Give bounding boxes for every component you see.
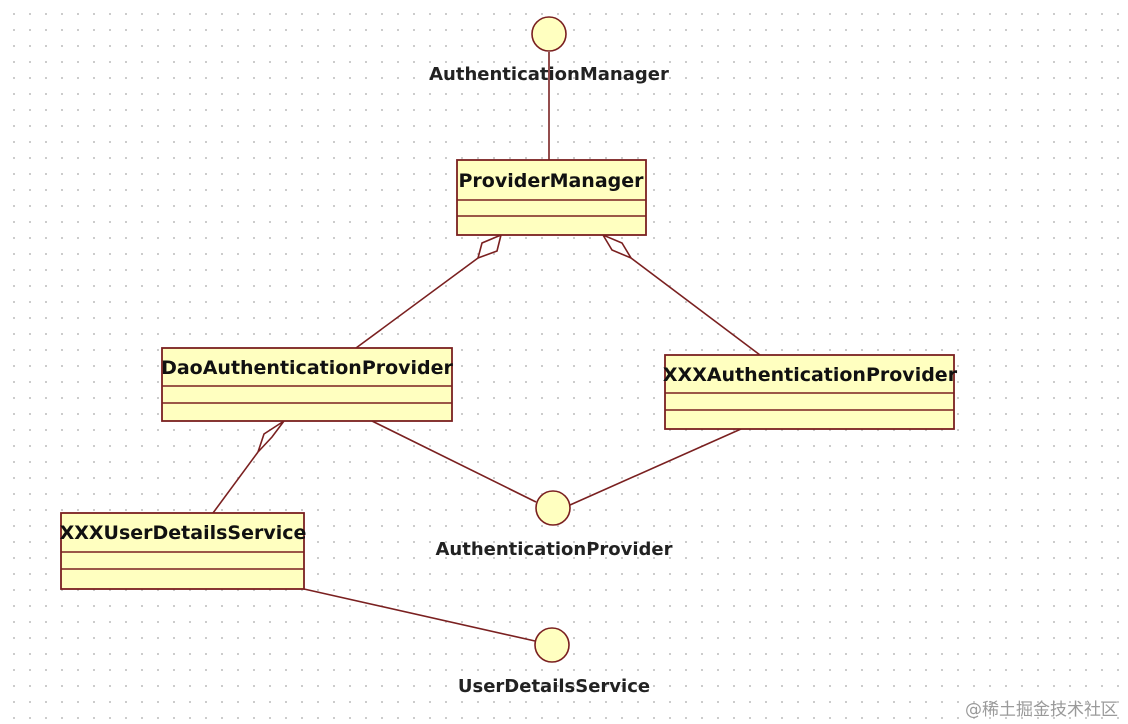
interface-label: AuthenticationManager xyxy=(429,64,669,85)
link-dao-authprovider xyxy=(371,420,537,503)
interface-circle xyxy=(535,490,571,526)
class-name: XXXUserDetailsService xyxy=(60,522,307,544)
connectors xyxy=(212,52,761,642)
interface-authentication-manager[interactable]: AuthenticationManager xyxy=(429,16,669,85)
watermark: @稀土掘金技术社区 xyxy=(965,700,1118,720)
class-dao-authentication-provider[interactable]: DaoAuthenticationProvider xyxy=(161,347,454,422)
aggregation-diamond-dao xyxy=(257,420,285,453)
interface-label: UserDetailsService xyxy=(458,676,650,697)
aggregation-diamonds xyxy=(257,233,633,453)
class-xxx-authentication-provider[interactable]: XXXAuthenticationProvider xyxy=(663,354,958,430)
class-box xyxy=(60,512,305,590)
class-name: DaoAuthenticationProvider xyxy=(161,357,453,379)
class-name: ProviderManager xyxy=(458,170,644,192)
interface-circle xyxy=(531,16,567,52)
aggregation-diamond-left xyxy=(476,233,503,260)
link-providermanager-dao xyxy=(355,257,479,349)
link-providermanager-xxx xyxy=(630,257,761,356)
interface-label: AuthenticationProvider xyxy=(435,539,672,560)
class-box xyxy=(161,347,453,422)
interface-authentication-provider[interactable]: AuthenticationProvider xyxy=(435,490,673,560)
class-box xyxy=(456,159,647,236)
interface-user-details-service[interactable]: UserDetailsService xyxy=(458,627,650,697)
aggregation-diamond-right xyxy=(601,233,633,260)
link-xxx-authprovider xyxy=(569,428,742,506)
interface-circle xyxy=(534,627,570,663)
link-xxxuserdetails-userdetails xyxy=(303,588,536,642)
class-provider-manager[interactable]: ProviderManager xyxy=(456,159,647,236)
class-xxx-user-details-service[interactable]: XXXUserDetailsService xyxy=(60,512,307,590)
link-dao-userdetails xyxy=(212,451,259,514)
class-name: XXXAuthenticationProvider xyxy=(663,364,958,386)
class-box xyxy=(664,354,955,430)
